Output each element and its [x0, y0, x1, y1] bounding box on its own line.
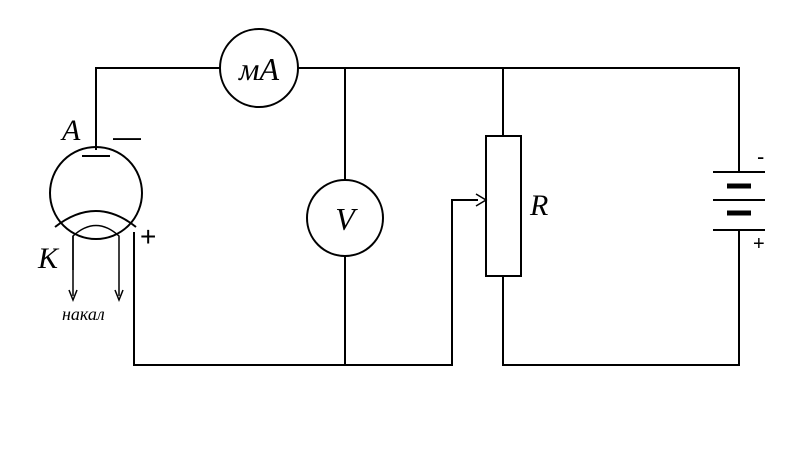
- milliammeter-label: мA: [238, 51, 279, 87]
- anode-label: A: [60, 114, 81, 147]
- battery-minus-label: -: [757, 144, 764, 169]
- voltmeter-symbol: [306, 179, 384, 257]
- heater-label: накал: [62, 304, 105, 324]
- wire-top-right: [298, 67, 740, 172]
- cathode-label: K: [37, 242, 60, 275]
- milliammeter-symbol: [219, 28, 299, 108]
- wire-bottom: [133, 199, 478, 366]
- wire-anode-top: [95, 67, 220, 150]
- resistor-label: R: [529, 189, 548, 222]
- wire-resistor-bottom: [502, 230, 740, 366]
- battery-plus-label: +: [753, 233, 765, 255]
- battery-symbol: [713, 171, 765, 231]
- tube-plus-label: +: [140, 221, 156, 252]
- voltmeter-label: V: [335, 201, 358, 237]
- tube-minus-label: —: [113, 121, 141, 152]
- vacuum-tube-symbol: [49, 146, 143, 303]
- resistor-symbol: [485, 135, 522, 277]
